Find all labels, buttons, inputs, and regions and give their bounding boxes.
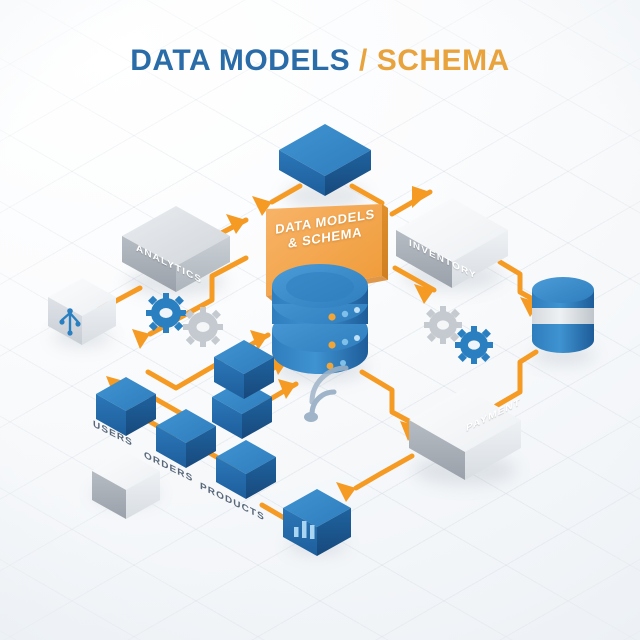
connector-db-to-payment [359, 369, 421, 429]
gear-grey-icon [424, 306, 462, 344]
node-database-right[interactable] [532, 277, 594, 353]
connector-left-rail [147, 255, 249, 337]
connector-topcube-to-inventory [349, 183, 385, 206]
connector-right-rail-top [497, 259, 543, 306]
box-left-face [409, 420, 465, 480]
arrowhead-icon [252, 196, 272, 216]
cylinder-top-inner [286, 272, 354, 302]
arrowhead-icon [412, 186, 430, 208]
cube-right-face [126, 394, 156, 436]
cube-right-face [242, 397, 272, 439]
bar-chart-icon [294, 521, 315, 539]
node-users-cube[interactable] [96, 377, 156, 436]
gear-blue-icon [146, 293, 186, 333]
gears-icon-right[interactable] [424, 306, 493, 364]
node-chart-cube[interactable] [283, 489, 351, 556]
box-right-face [452, 230, 508, 288]
connector-topcube-to-panel [269, 183, 303, 205]
cube-right-face [82, 297, 116, 345]
box-right-face [176, 236, 230, 292]
box-left-face [396, 230, 452, 288]
wifi-icon[interactable] [304, 365, 349, 422]
connector-analytics-to-node-cube [109, 285, 143, 306]
cylinder-band-white [532, 308, 594, 324]
box-left-face [122, 236, 176, 292]
node-inventory[interactable] [396, 198, 508, 288]
panel-edge [382, 204, 388, 280]
cube-left-face [92, 471, 126, 519]
cylinder-band [532, 322, 594, 340]
cube-right-face [244, 357, 274, 399]
cube-left-face [279, 150, 325, 196]
page-title: DATA MODELS / SCHEMA [0, 44, 640, 78]
gear-blue-icon [455, 326, 493, 364]
cube-left-face [212, 397, 242, 439]
title-secondary: SCHEMA [376, 44, 510, 77]
cube-right-face [317, 508, 351, 556]
cylinder-top [532, 277, 594, 303]
arrowhead-icon [414, 284, 434, 304]
arrowhead-icon [336, 482, 356, 502]
node-payment[interactable] [409, 388, 521, 480]
cube-left-face [216, 457, 246, 499]
cube-right-face [325, 150, 371, 196]
node-database-main[interactable] [272, 264, 368, 374]
arrowhead-icon [226, 214, 246, 234]
gear-grey-icon [183, 307, 223, 347]
node-network-cube[interactable] [48, 278, 116, 345]
arrowhead-icon [250, 330, 268, 350]
status-dots [326, 307, 360, 370]
cube-left-face [156, 426, 186, 468]
gears-icon-left[interactable] [146, 293, 223, 347]
cube-left-face [96, 394, 126, 436]
node-products-cube[interactable] [216, 440, 276, 499]
cube-right-face [126, 471, 160, 519]
arrowhead-icon [278, 379, 296, 399]
arrowhead-icon [132, 329, 150, 349]
cube-left-face [214, 357, 244, 399]
node-orders-cube[interactable] [156, 409, 216, 468]
cube-left-face [283, 508, 317, 556]
cube-right-face [246, 457, 276, 499]
connector-payment-to-chartcube [353, 453, 415, 491]
connector-chartcube-to-products [259, 502, 289, 522]
cube-left-face [48, 297, 82, 345]
node-top-cube[interactable] [279, 124, 371, 196]
title-primary: DATA MODELS [130, 44, 351, 77]
connector-cylinder-to-payment [493, 349, 539, 409]
title-separator: / [350, 44, 377, 77]
network-node-icon [59, 308, 81, 336]
node-entity-cube-2[interactable] [214, 340, 274, 399]
node-blank-cube[interactable] [92, 452, 160, 519]
cube-right-face [186, 426, 216, 468]
connector-inventory-to-right [392, 265, 437, 293]
box-right-face [465, 420, 521, 480]
node-analytics[interactable] [122, 206, 230, 292]
